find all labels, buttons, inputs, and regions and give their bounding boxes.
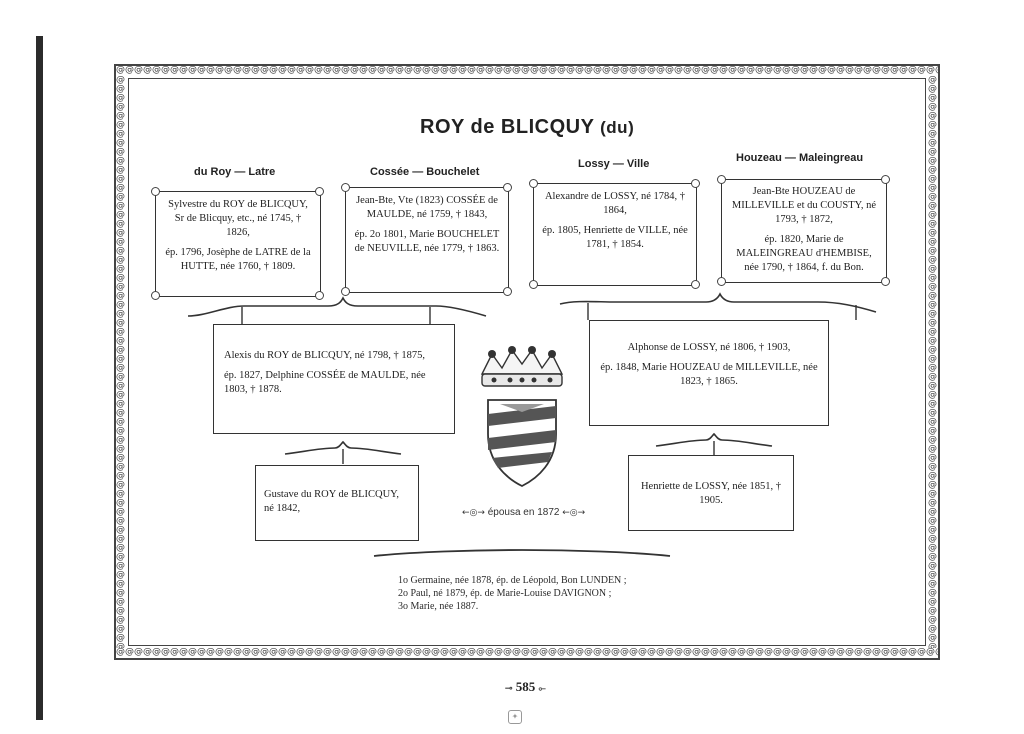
box-corner-ornament <box>717 175 726 184</box>
right-arrow-icon: ←◎→ <box>562 508 586 518</box>
box-corner-ornament <box>503 287 512 296</box>
page-title: ROY de BLICQUY (du) <box>420 116 634 139</box>
husband-entry: Gustave du ROY de BLICQUY, né 1842, <box>264 489 400 514</box>
printer-mark-icon: ✦ <box>508 710 522 724</box>
box-corner-ornament <box>315 187 324 196</box>
parents-line2: ép. 1827, Delphine COSSÉE de MAULDE, née… <box>224 370 426 395</box>
grandparents-box-houzeau-maleingreau: Jean-Bte HOUZEAU de MILLEVILLE et du COU… <box>721 179 887 283</box>
grandparents-box-du-roy-latre: Sylvestre du ROY de BLICQUY, Sr de Blicq… <box>155 191 321 297</box>
parents-line1: Alphonse de LOSSY, né 1806, † 1903, <box>627 342 791 353</box>
children-list: 1o Germaine, née 1878, ép. de Léopold, B… <box>398 574 627 613</box>
box-corner-ornament <box>341 287 350 296</box>
binding-edge <box>36 36 43 720</box>
wife-box: Henriette de LOSSY, née 1851, † 1905. <box>628 455 794 531</box>
marriage-text: épousa en 1872 <box>487 507 560 518</box>
page-number-value: 585 <box>515 679 536 694</box>
brace-connector-husband <box>284 440 402 464</box>
wife-entry: Henriette de LOSSY, née 1851, † 1905. <box>640 481 782 506</box>
brace-connector-wife <box>655 432 773 456</box>
children-divider <box>373 549 671 557</box>
grandparents-line1: Jean-Bte, Vte (1823) COSSÉE de MAULDE, n… <box>356 195 498 220</box>
title-main: ROY de BLICQUY <box>420 116 595 138</box>
page-number-ornament-left: ⊸ <box>505 683 513 693</box>
ornament-border-bottom: @@@@@@@@@@@@@@@@@@@@@@@@@@@@@@@@@@@@@@@@… <box>116 648 938 657</box>
marriage-note: ←◎→ épousa en 1872 ←◎→ <box>462 507 585 518</box>
ornament-border-left: @@@@@@@@@@@@@@@@@@@@@@@@@@@@@@@@@@@@@@@@… <box>116 76 125 648</box>
brace-connector-lossy-houzeau <box>559 292 877 320</box>
box-corner-ornament <box>881 277 890 286</box>
parents-line1: Alexis du ROY de BLICQUY, né 1798, † 187… <box>224 350 425 361</box>
column-header-houzeau-maleingreau: Houzeau — Maleingreau <box>736 152 864 164</box>
child-entry: 2o Paul, né 1879, ép. de Marie-Louise DA… <box>398 588 612 599</box>
column-header-cossee-bouchelet: Cossée — Bouchelet <box>370 166 480 178</box>
box-corner-ornament <box>151 187 160 196</box>
grandparents-line1: Alexandre de LOSSY, né 1784, † 1864, <box>544 191 686 216</box>
parents-box-du-roy: Alexis du ROY de BLICQUY, né 1798, † 187… <box>213 324 455 434</box>
ornament-border-right: @@@@@@@@@@@@@@@@@@@@@@@@@@@@@@@@@@@@@@@@… <box>928 76 937 648</box>
coat-of-arms-icon <box>480 346 564 488</box>
page-number-ornament-right: ⟜ <box>538 683 546 693</box>
grandparents-line2: ép. 2o 1801, Marie BOUCHELET de NEUVILLE… <box>354 229 500 254</box>
box-corner-ornament <box>717 277 726 286</box>
inner-frame <box>128 78 926 646</box>
column-header-lossy-ville: Lossy — Ville <box>578 158 650 170</box>
grandparents-line2: ép. 1796, Josèphe de LATRE de la HUTTE, … <box>165 247 311 272</box>
box-corner-ornament <box>151 291 160 300</box>
grandparents-box-cossee-bouchelet: Jean-Bte, Vte (1823) COSSÉE de MAULDE, n… <box>345 187 509 293</box>
column-header-du-roy-latre: du Roy — Latre <box>194 166 276 178</box>
parents-line2: ép. 1848, Marie HOUZEAU de MILLEVILLE, n… <box>600 362 818 387</box>
parents-box-lossy: Alphonse de LOSSY, né 1806, † 1903, ép. … <box>589 320 829 426</box>
box-corner-ornament <box>529 280 538 289</box>
box-corner-ornament <box>881 175 890 184</box>
box-corner-ornament <box>529 179 538 188</box>
grandparents-line1: Jean-Bte HOUZEAU de MILLEVILLE et du COU… <box>731 186 877 225</box>
brace-connector-du-roy-cossee <box>187 296 487 324</box>
outer-frame <box>114 64 940 660</box>
title-suffix: (du) <box>600 118 635 137</box>
box-corner-ornament <box>691 179 700 188</box>
page-number: ⊸ 585 ⟜ <box>505 679 546 695</box>
grandparents-line2: ép. 1820, Marie de MALEINGREAU d'HEMBISE… <box>736 234 872 273</box>
child-entry: 1o Germaine, née 1878, ép. de Léopold, B… <box>398 575 627 586</box>
box-corner-ornament <box>341 183 350 192</box>
grandparents-box-lossy-ville: Alexandre de LOSSY, né 1784, † 1864, ép.… <box>533 183 697 286</box>
husband-box: Gustave du ROY de BLICQUY, né 1842, <box>255 465 419 541</box>
box-corner-ornament <box>691 280 700 289</box>
box-corner-ornament <box>503 183 512 192</box>
ornament-border-top: @@@@@@@@@@@@@@@@@@@@@@@@@@@@@@@@@@@@@@@@… <box>116 66 938 75</box>
left-arrow-icon: ←◎→ <box>462 508 485 518</box>
child-entry: 3o Marie, née 1887. <box>398 601 479 612</box>
grandparents-line2: ép. 1805, Henriette de VILLE, née 1781, … <box>542 225 688 250</box>
box-corner-ornament <box>315 291 324 300</box>
grandparents-line1: Sylvestre du ROY de BLICQUY, Sr de Blicq… <box>168 199 308 238</box>
